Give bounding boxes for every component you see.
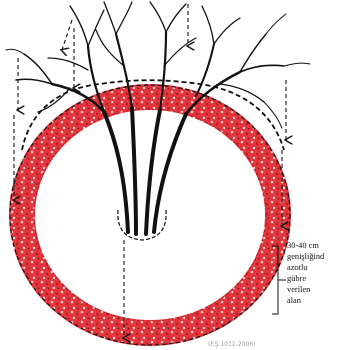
fertilizer-area-label: 30-40 cm genişliğind azotlu gübre verile… (287, 240, 341, 306)
callout-line: azotlu (287, 262, 341, 273)
callout-line: verilen (287, 284, 341, 295)
callout-line: gübre (287, 273, 341, 284)
source-note: (F.Ş.1011-2006) (208, 341, 256, 348)
fertilizer-band (10, 85, 290, 345)
callout-line: 30-40 cm (287, 240, 341, 251)
callout-line: genişliğind (287, 251, 341, 262)
callout-line: alan (287, 295, 341, 306)
